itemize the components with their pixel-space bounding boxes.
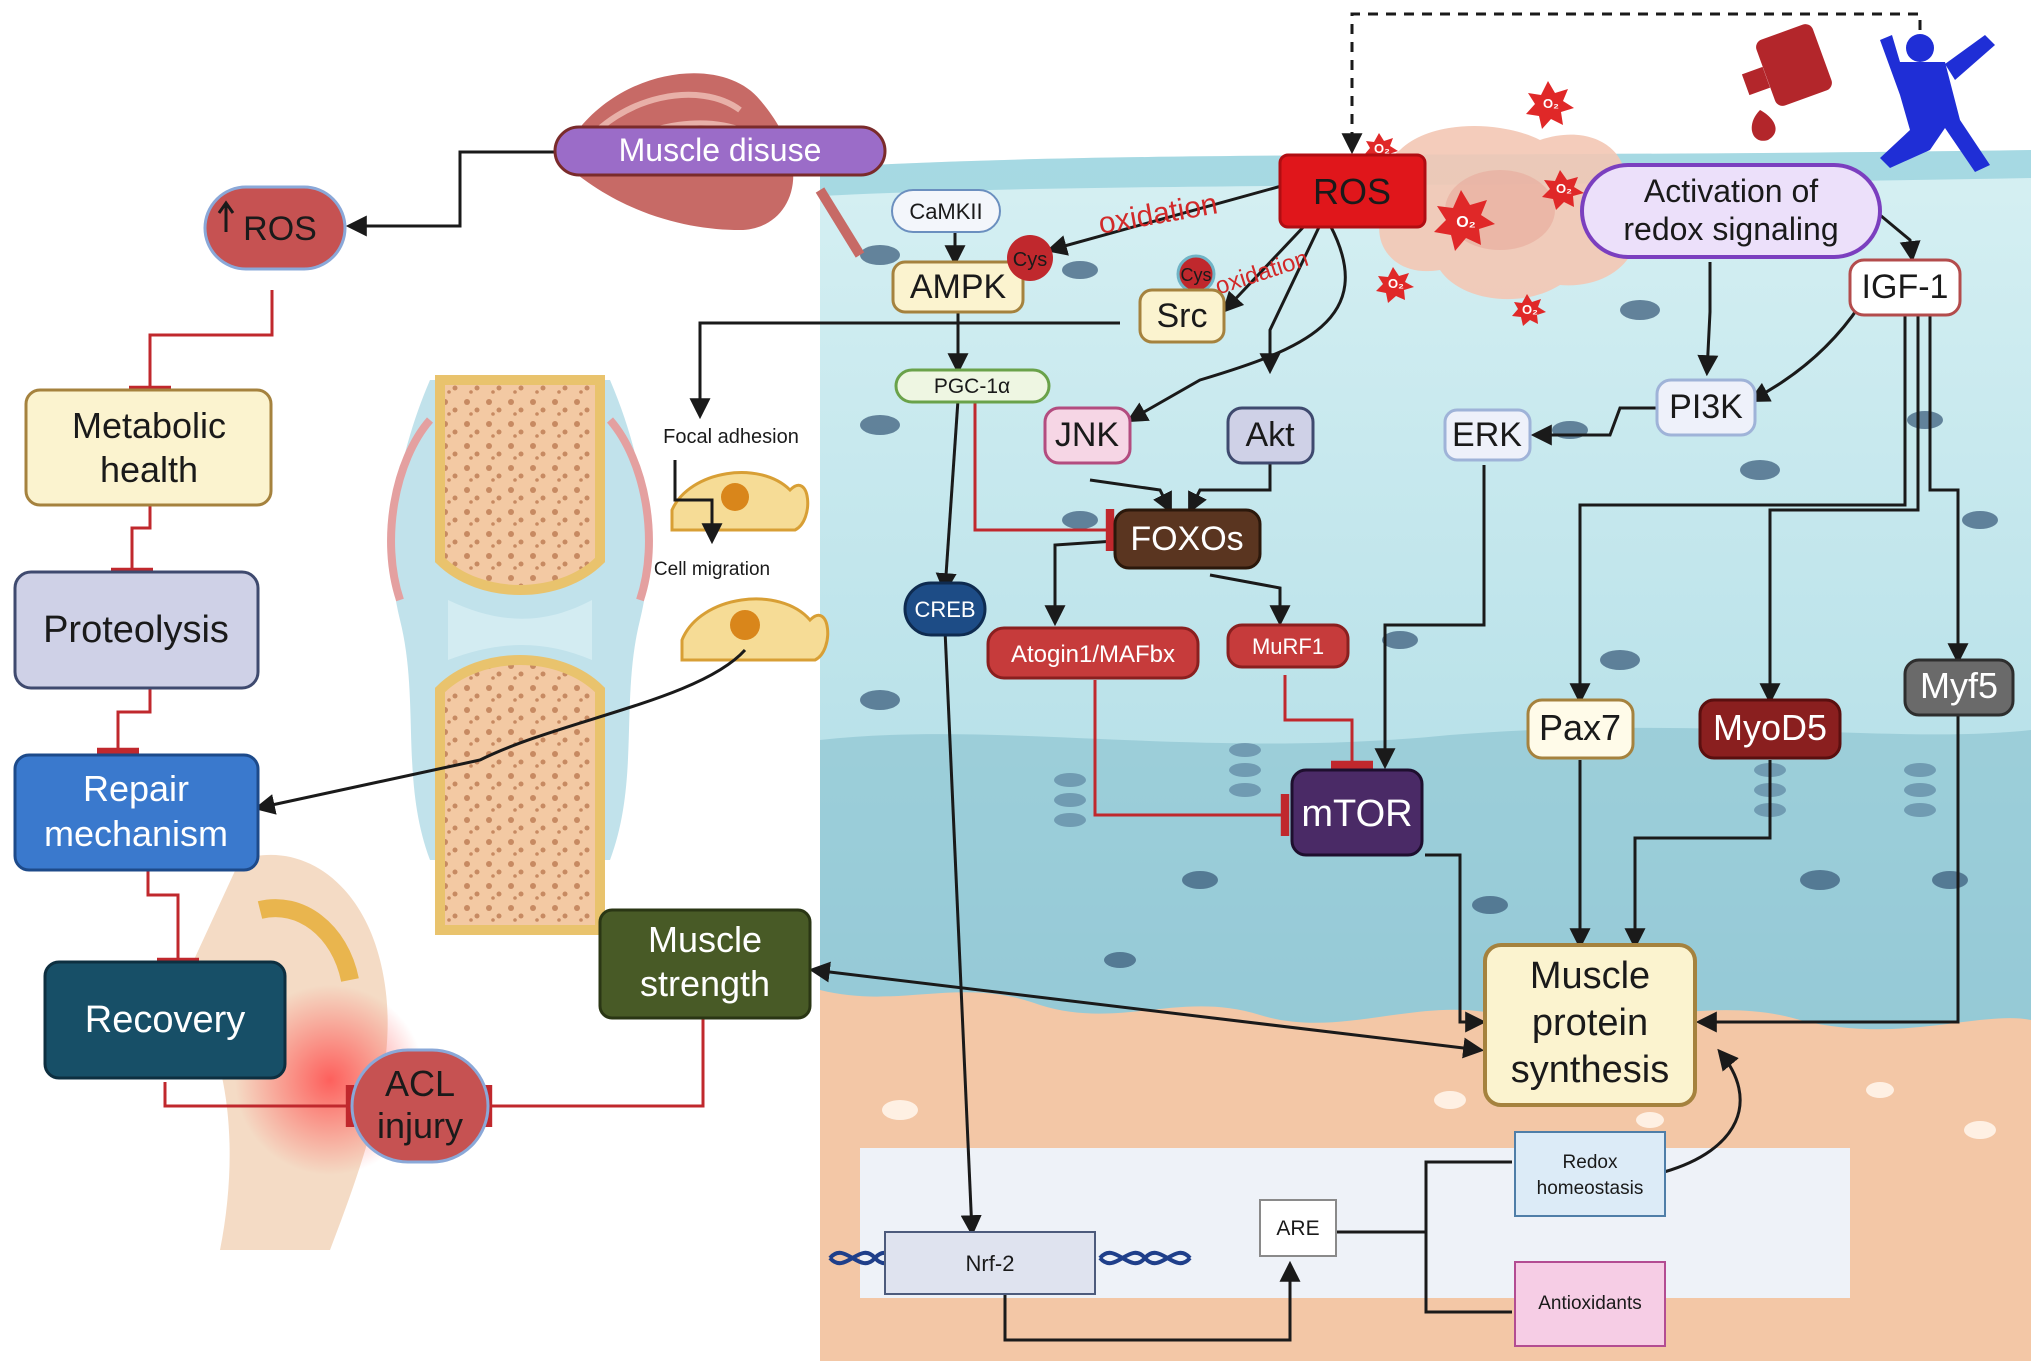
svg-text:AMPK: AMPK bbox=[910, 268, 1007, 306]
focal-adhesion-label: Focal adhesion bbox=[663, 426, 799, 448]
svg-text:Atogin1/MAFbx: Atogin1/MAFbx bbox=[1011, 641, 1175, 668]
svg-text:CREB: CREB bbox=[914, 597, 975, 622]
repair-mechanism-node: Repair mechanism bbox=[13, 753, 260, 872]
up-arrow-icon bbox=[217, 200, 235, 232]
svg-text:Redox: Redox bbox=[1563, 1152, 1618, 1173]
murf1-node: MuRF1 bbox=[1226, 623, 1350, 669]
svg-text:Muscle disuse: Muscle disuse bbox=[619, 132, 822, 168]
migrating-cell-2 bbox=[680, 597, 830, 662]
svg-text:Akt: Akt bbox=[1245, 416, 1295, 454]
svg-text:MuRF1: MuRF1 bbox=[1252, 634, 1324, 659]
svg-text:FOXOs: FOXOs bbox=[1130, 520, 1243, 558]
svg-text:O₂: O₂ bbox=[1374, 141, 1390, 156]
myf5-node: Myf5 bbox=[1903, 658, 2015, 717]
exercising-person-icon bbox=[1880, 34, 1995, 172]
atrogin-node: Atogin1/MAFbx bbox=[986, 626, 1200, 680]
inhibition-lines bbox=[97, 290, 1373, 1127]
svg-text:Antioxidants: Antioxidants bbox=[1538, 1293, 1642, 1314]
activation-redox-node: Activation of redox signaling bbox=[1580, 163, 1882, 259]
dna-helix-right bbox=[1098, 1250, 1192, 1266]
svg-text:O₂: O₂ bbox=[1522, 302, 1538, 317]
svg-text:PI3K: PI3K bbox=[1669, 388, 1743, 426]
svg-text:O₂: O₂ bbox=[1556, 181, 1572, 196]
svg-text:O₂: O₂ bbox=[1543, 96, 1559, 111]
svg-text:JNK: JNK bbox=[1055, 416, 1120, 454]
svg-text:CaMKII: CaMKII bbox=[909, 199, 982, 224]
svg-text:ACL: ACL bbox=[385, 1063, 455, 1104]
ros-node-left: ROS bbox=[203, 185, 347, 271]
svg-text:Activation of: Activation of bbox=[1644, 173, 1818, 209]
cys-badge-2: Cys bbox=[1176, 254, 1216, 294]
svg-text:Nrf-2: Nrf-2 bbox=[966, 1251, 1015, 1276]
svg-text:health: health bbox=[100, 449, 198, 490]
svg-text:mechanism: mechanism bbox=[44, 813, 228, 854]
are-node: ARE bbox=[1259, 1199, 1337, 1257]
svg-text:MyoD5: MyoD5 bbox=[1713, 707, 1827, 748]
akt-node: Akt bbox=[1226, 406, 1315, 465]
svg-text:Src: Src bbox=[1157, 297, 1208, 335]
o2-labels: O₂ O₂ O₂ O₂ O₂ O₂ bbox=[1374, 96, 1572, 317]
svg-text:synthesis: synthesis bbox=[1511, 1049, 1669, 1091]
svg-text:Myf5: Myf5 bbox=[1920, 665, 1998, 706]
svg-text:Recovery: Recovery bbox=[85, 999, 246, 1041]
proteolysis-node: Proteolysis bbox=[13, 570, 260, 690]
pi3k-node: PI3K bbox=[1655, 378, 1757, 437]
svg-text:Metabolic: Metabolic bbox=[72, 405, 226, 446]
svg-text:protein: protein bbox=[1532, 1002, 1648, 1044]
foxos-node: FOXOs bbox=[1113, 508, 1262, 570]
o2-starbursts bbox=[1364, 81, 1584, 326]
muscle-protein-synthesis-node: Muscle protein synthesis bbox=[1483, 943, 1697, 1107]
svg-text:IGF-1: IGF-1 bbox=[1862, 268, 1949, 306]
cys-badge-1: Cys bbox=[1007, 235, 1053, 281]
svg-text:O₂: O₂ bbox=[1456, 214, 1476, 231]
ampk-node: AMPK bbox=[891, 260, 1025, 314]
pax7-node: Pax7 bbox=[1526, 698, 1635, 760]
creb-node: CREB bbox=[903, 581, 987, 637]
svg-text:PGC-1α: PGC-1α bbox=[934, 375, 1010, 398]
jnk-node: JNK bbox=[1043, 406, 1132, 465]
svg-text:O₂: O₂ bbox=[1388, 276, 1404, 291]
nrf2-node: Nrf-2 bbox=[884, 1231, 1096, 1295]
svg-text:Pax7: Pax7 bbox=[1539, 707, 1621, 748]
erk-node: ERK bbox=[1443, 408, 1532, 462]
activation-arrows bbox=[253, 12, 1969, 1342]
svg-text:Cys: Cys bbox=[1013, 249, 1047, 271]
src-node: Src bbox=[1138, 288, 1226, 344]
migrating-cell-1 bbox=[670, 471, 810, 532]
knee-joint-illustration bbox=[387, 375, 653, 935]
svg-text:Cys: Cys bbox=[1181, 265, 1212, 285]
svg-text:ROS: ROS bbox=[243, 210, 317, 248]
svg-text:Muscle: Muscle bbox=[648, 919, 762, 960]
svg-text:Proteolysis: Proteolysis bbox=[43, 609, 229, 651]
svg-text:Repair: Repair bbox=[83, 768, 189, 809]
redox-homeostasis-node: Redox homeostasis bbox=[1514, 1131, 1666, 1217]
toxin-bottle-icon bbox=[1741, 24, 1832, 141]
svg-text:strength: strength bbox=[640, 963, 770, 1004]
metabolic-health-node: Metabolic health bbox=[24, 388, 273, 507]
recovery-node: Recovery bbox=[43, 960, 287, 1080]
svg-text:homeostasis: homeostasis bbox=[1537, 1178, 1644, 1199]
svg-text:mTOR: mTOR bbox=[1301, 793, 1412, 835]
svg-text:redox signaling: redox signaling bbox=[1623, 211, 1838, 247]
antioxidants-node: Antioxidants bbox=[1514, 1261, 1666, 1347]
svg-text:ERK: ERK bbox=[1452, 416, 1522, 454]
svg-text:ROS: ROS bbox=[1313, 171, 1391, 212]
igf1-node: IGF-1 bbox=[1848, 258, 1962, 317]
acl-injury-node: ACL injury bbox=[350, 1048, 490, 1164]
svg-text:Muscle: Muscle bbox=[1530, 955, 1650, 997]
svg-text:ARE: ARE bbox=[1276, 1217, 1319, 1240]
svg-text:injury: injury bbox=[377, 1105, 463, 1146]
camkii-node: CaMKII bbox=[891, 189, 1001, 233]
muscle-disuse-node: Muscle disuse bbox=[553, 125, 887, 177]
mtor-node: mTOR bbox=[1290, 768, 1424, 857]
muscle-strength-node: Muscle strength bbox=[598, 908, 812, 1020]
pgc1a-node: PGC-1α bbox=[894, 368, 1051, 404]
ros-node-main: ROS bbox=[1278, 153, 1427, 229]
cell-migration-label: Cell migration bbox=[654, 559, 770, 580]
myod5-node: MyoD5 bbox=[1698, 698, 1842, 760]
